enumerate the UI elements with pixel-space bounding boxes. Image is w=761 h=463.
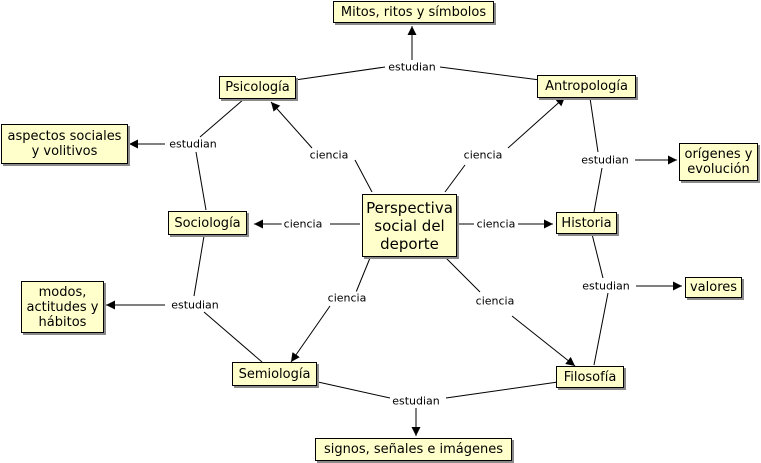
label-ciencia-psicologia: ciencia <box>307 148 351 162</box>
link-sociologia-estudian-left <box>195 151 207 211</box>
link-semiologia-estudian-bottom <box>317 381 391 399</box>
node-sociologia[interactable]: Sociología <box>168 211 247 235</box>
node-perspectiva[interactable]: Perspectiva social del deporte <box>362 194 457 257</box>
label-ciencia-filosofia: ciencia <box>473 294 517 308</box>
label-ciencia-sociologia: ciencia <box>281 217 325 231</box>
node-antropologia[interactable]: Antropología <box>537 75 636 98</box>
link-antropologia-estudian-right <box>589 97 599 153</box>
node-modos[interactable]: modos, actitudes y hábitos <box>21 281 104 333</box>
node-valores[interactable]: valores <box>685 277 742 298</box>
label-estudian-bottom: estudian <box>390 394 442 408</box>
link-antropologia-estudian <box>439 66 541 81</box>
label-ciencia-semiologia: ciencia <box>325 291 369 305</box>
link-filosofia-estudian-bottom <box>445 381 559 399</box>
link-psicologia-estudian <box>294 66 386 81</box>
link-historia-estudian-right <box>593 167 603 213</box>
link-psicologia-estudian-left <box>199 98 245 138</box>
arrow-to-antropologia <box>507 96 566 149</box>
label-ciencia-historia: ciencia <box>474 217 518 231</box>
node-signos[interactable]: signos, señales e imágenes <box>315 438 512 461</box>
link-filosofia-estudian-lower <box>593 292 609 366</box>
label-estudian-right-lower: estudian <box>580 279 632 293</box>
label-estudian-left-upper: estudian <box>167 137 219 151</box>
link-semiologia-estudian-lower <box>203 311 263 363</box>
arrow-to-filosofia <box>511 315 576 367</box>
label-estudian-left-lower: estudian <box>169 298 221 312</box>
link-perspectiva-antropologia <box>444 164 466 193</box>
node-historia[interactable]: Historia <box>556 212 617 234</box>
link-perspectiva-filosofia <box>445 257 481 293</box>
link-perspectiva-psicologia <box>354 159 373 193</box>
link-sociologia-estudian-lower <box>193 235 205 297</box>
arrow-to-semiologia <box>290 305 331 363</box>
label-ciencia-antropologia: ciencia <box>461 148 505 162</box>
node-aspectos[interactable]: aspectos sociales y volitivos <box>1 124 128 164</box>
node-mitos[interactable]: Mitos, ritos y símbolos <box>333 1 494 23</box>
node-filosofia[interactable]: Filosofía <box>556 366 624 388</box>
node-psicologia[interactable]: Psicología <box>219 76 296 99</box>
link-historia-estudian-lower <box>591 233 604 279</box>
node-semiologia[interactable]: Semiología <box>232 362 317 386</box>
node-origenes[interactable]: orígenes y evolución <box>679 143 758 181</box>
label-estudian-top: estudian <box>386 60 438 74</box>
arrow-to-psicologia <box>270 101 313 149</box>
label-estudian-right-upper: estudian <box>579 153 631 167</box>
